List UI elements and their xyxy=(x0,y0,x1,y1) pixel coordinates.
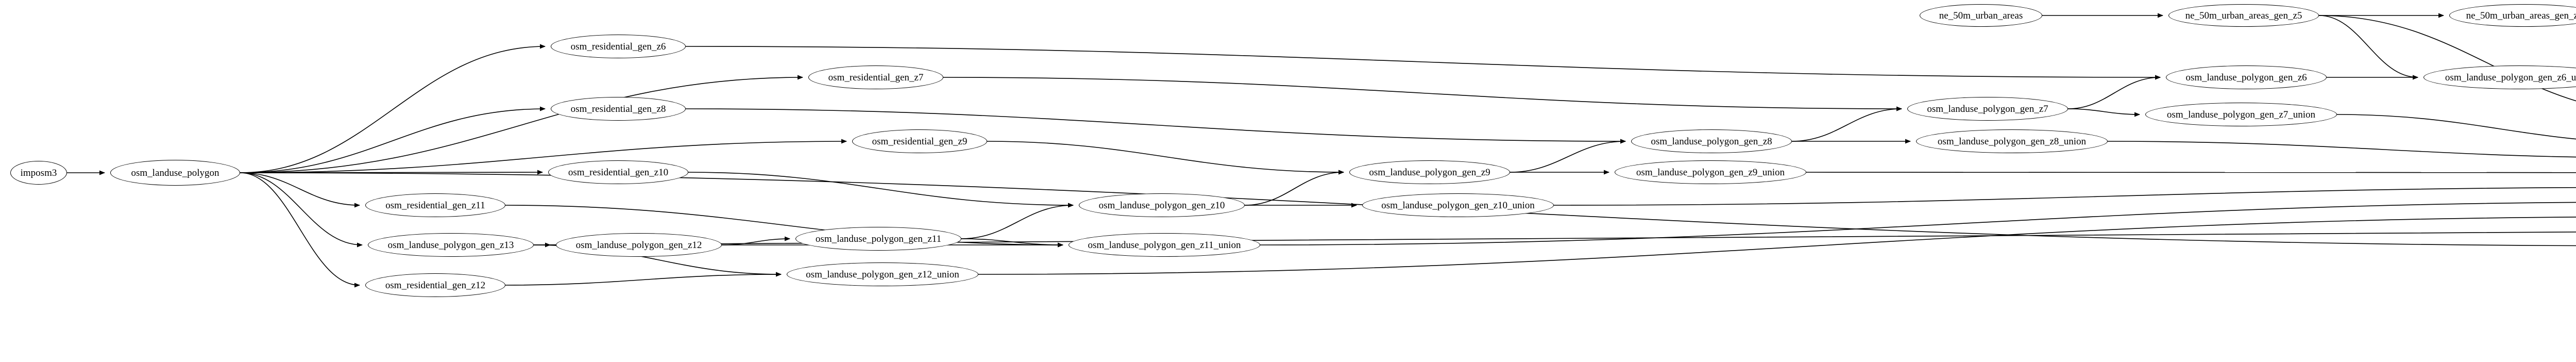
graph-node-label: osm_landuse_polygon_gen_z10_union xyxy=(1381,200,1535,211)
graph-node-label: ne_50m_urban_areas_gen_z4 xyxy=(2466,10,2576,21)
graph-node-osm_landuse_polygon_gen_z8[interactable]: osm_landuse_polygon_gen_z8 xyxy=(1631,129,1792,153)
graph-node-label: osm_landuse_polygon_gen_z11 xyxy=(815,233,942,244)
graph-edge-ne_50m_urban_areas_gen_z5-to-osm_landuse_polygon_gen_z6_union xyxy=(2318,15,2418,80)
graph-edge-osm_landuse_polygon_gen_z12-to-osm_landuse_polygon_gen_z11 xyxy=(721,236,790,245)
graph-node-label: osm_landuse_polygon_gen_z6 xyxy=(2185,72,2307,83)
graph-edge-osm_landuse_polygon_gen_z7-to-osm_landuse_polygon_gen_z7_union xyxy=(2067,108,2140,117)
graph-node-label: osm_landuse_polygon xyxy=(131,167,219,178)
graph-node-label: osm_landuse_polygon_gen_z10 xyxy=(1098,200,1225,211)
graph-node-osm_residential_gen_z6[interactable]: osm_residential_gen_z6 xyxy=(551,35,686,58)
graph-edge-osm_landuse_polygon_gen_z11-to-osm_landuse_polygon_gen_z10 xyxy=(961,203,1074,239)
graph-node-osm_landuse_polygon[interactable]: osm_landuse_polygon xyxy=(110,160,240,186)
graph-node-ne_50m_urban_areas[interactable]: ne_50m_urban_areas xyxy=(1920,4,2042,27)
graph-edge-osm_landuse_polygon_gen_z9-to-osm_landuse_polygon_gen_z8 xyxy=(1510,139,1626,173)
graph-edge-osm_landuse_polygon-to-osm_residential_gen_z7 xyxy=(240,75,803,173)
graph-node-osm_residential_gen_z10[interactable]: osm_residential_gen_z10 xyxy=(548,160,688,184)
graph-node-label: osm_residential_gen_z6 xyxy=(570,41,666,52)
graph-node-osm_residential_gen_z11[interactable]: osm_residential_gen_z11 xyxy=(365,193,505,217)
graph-node-osm_residential_gen_z7[interactable]: osm_residential_gen_z7 xyxy=(808,65,943,89)
graph-node-osm_residential_gen_z8[interactable]: osm_residential_gen_z8 xyxy=(551,97,686,121)
graph-node-osm_landuse_polygon_gen_z12_union[interactable]: osm_landuse_polygon_gen_z12_union xyxy=(787,262,978,286)
graph-node-label: osm_landuse_polygon_gen_z12_union xyxy=(806,269,959,280)
graph-node-label: ne_50m_urban_areas xyxy=(1939,10,2023,21)
graph-edge-osm_landuse_polygon-to-osm_residential_gen_z6 xyxy=(240,44,546,173)
graph-node-osm_landuse_polygon_gen_z10[interactable]: osm_landuse_polygon_gen_z10 xyxy=(1079,193,1245,217)
graph-edge-osm_landuse_polygon_gen_z10_union-to-layer_landuse.z10 xyxy=(1553,187,2576,206)
graph-node-label: osm_landuse_polygon_gen_z7_union xyxy=(2166,109,2316,120)
graph-node-label: imposm3 xyxy=(20,167,57,178)
graph-edge-osm_landuse_polygon_gen_z10-to-osm_landuse_polygon_gen_z9 xyxy=(1244,170,1344,206)
graph-node-label: osm_landuse_polygon_gen_z8_union xyxy=(1937,136,2087,147)
graph-edge-osm_landuse_polygon-to-osm_residential_gen_z8 xyxy=(240,106,546,173)
graph-node-osm_landuse_polygon_gen_z11_union[interactable]: osm_landuse_polygon_gen_z11_union xyxy=(1069,233,1260,257)
graph-node-osm_landuse_polygon_gen_z6_union[interactable]: osm_landuse_polygon_gen_z6_union xyxy=(2424,65,2576,89)
graph-node-ne_50m_urban_areas_gen_z4[interactable]: ne_50m_urban_areas_gen_z4 xyxy=(2449,4,2576,27)
graph-edge-osm_landuse_polygon_gen_z9_union-to-layer_landuse.z9 xyxy=(1806,172,2576,173)
graph-edge-osm_landuse_polygon_gen_z11-to-osm_landuse_polygon_gen_z11_union xyxy=(961,238,1063,248)
graph-node-label: osm_landuse_polygon_gen_z9 xyxy=(1369,167,1490,178)
graph-edge-osm_residential_gen_z10-to-osm_landuse_polygon_gen_z10 xyxy=(688,172,1074,208)
graph-edge-osm_residential_gen_z8-to-osm_landuse_polygon_gen_z8 xyxy=(685,108,1626,144)
graph-node-osm_landuse_polygon_gen_z11[interactable]: osm_landuse_polygon_gen_z11 xyxy=(795,227,961,251)
graph-edge-osm_landuse_polygon-to-osm_residential_gen_z11 xyxy=(240,172,360,208)
graph-node-osm_residential_gen_z12[interactable]: osm_residential_gen_z12 xyxy=(365,273,505,297)
graph-node-osm_landuse_polygon_gen_z6[interactable]: osm_landuse_polygon_gen_z6 xyxy=(2166,65,2327,89)
graph-edge-osm_landuse_polygon-to-osm_residential_gen_z9 xyxy=(240,139,847,173)
graph-edge-osm_landuse_polygon-to-osm_landuse_polygon_gen_z13 xyxy=(240,172,363,248)
graph-edge-osm_landuse_polygon_gen_z7_union-to-layer_landuse.z7 xyxy=(2336,114,2576,140)
graph-node-osm_landuse_polygon_gen_z9_union[interactable]: osm_landuse_polygon_gen_z9_union xyxy=(1615,160,1806,184)
graph-node-label: ne_50m_urban_areas_gen_z5 xyxy=(2185,10,2302,21)
graph-edge-osm_residential_gen_z9-to-osm_landuse_polygon_gen_z9 xyxy=(987,141,1344,175)
graph-node-label: osm_residential_gen_z7 xyxy=(828,72,924,83)
graph-node-osm_landuse_polygon_gen_z12[interactable]: osm_landuse_polygon_gen_z12 xyxy=(556,233,722,257)
graph-edge-osm_landuse_polygon-to-osm_residential_gen_z12 xyxy=(240,172,360,288)
graph-node-label: osm_residential_gen_z8 xyxy=(570,103,666,114)
graph-node-label: osm_landuse_polygon_gen_z9_union xyxy=(1636,167,1785,178)
graph-node-label: osm_residential_gen_z10 xyxy=(568,167,669,178)
graph-node-osm_landuse_polygon_gen_z10_union[interactable]: osm_landuse_polygon_gen_z10_union xyxy=(1362,193,1554,217)
graph-edge-osm_landuse_polygon_gen_z8_union-to-layer_landuse.z8 xyxy=(2107,141,2576,158)
graph-node-label: osm_landuse_polygon_gen_z8 xyxy=(1651,136,1772,147)
graph-node-imposm3[interactable]: imposm3 xyxy=(10,161,67,185)
graph-edge-osm_landuse_polygon_gen_z7-to-osm_landuse_polygon_gen_z6 xyxy=(2067,75,2161,109)
graph-edge-osm_landuse_polygon_gen_z8-to-osm_landuse_polygon_gen_z7 xyxy=(1791,106,1902,142)
graph-node-label: osm_residential_gen_z12 xyxy=(385,279,486,291)
graph-node-osm_landuse_polygon_gen_z7[interactable]: osm_landuse_polygon_gen_z7 xyxy=(1907,97,2068,121)
graph-node-osm_landuse_polygon_gen_z8_union[interactable]: osm_landuse_polygon_gen_z8_union xyxy=(1916,129,2108,153)
graph-node-osm_landuse_polygon_gen_z9[interactable]: osm_landuse_polygon_gen_z9 xyxy=(1349,160,1510,184)
graph-node-label: osm_residential_gen_z11 xyxy=(385,200,485,211)
graph-edge-ne_50m_urban_areas_gen_z5-to-layer_landuse.z5 xyxy=(2318,15,2576,102)
graph-node-label: osm_landuse_polygon_gen_z6_union xyxy=(2445,72,2576,83)
graph-node-osm_residential_gen_z9[interactable]: osm_residential_gen_z9 xyxy=(852,129,987,153)
graph-node-osm_landuse_polygon_gen_z7_union[interactable]: osm_landuse_polygon_gen_z7_union xyxy=(2145,103,2337,126)
graph-node-label: osm_residential_gen_z9 xyxy=(872,136,968,147)
graph-edge-osm_landuse_polygon-to-osm_residential_gen_z10 xyxy=(240,170,543,175)
graph-node-label: osm_landuse_polygon_gen_z12 xyxy=(575,239,702,251)
graph-edge-osm_residential_gen_z12-to-osm_landuse_polygon_gen_z12_union xyxy=(505,272,782,286)
graph-node-label: osm_landuse_polygon_gen_z7 xyxy=(1927,103,2048,114)
graph-node-osm_landuse_polygon_gen_z13[interactable]: osm_landuse_polygon_gen_z13 xyxy=(368,233,534,257)
graph-edge-osm_residential_gen_z7-to-osm_landuse_polygon_gen_z7 xyxy=(943,77,1902,111)
graph-node-label: osm_landuse_polygon_gen_z13 xyxy=(387,239,514,251)
graph-node-ne_50m_urban_areas_gen_z5[interactable]: ne_50m_urban_areas_gen_z5 xyxy=(2168,4,2319,27)
graph-node-label: osm_landuse_polygon_gen_z11_union xyxy=(1088,239,1241,251)
